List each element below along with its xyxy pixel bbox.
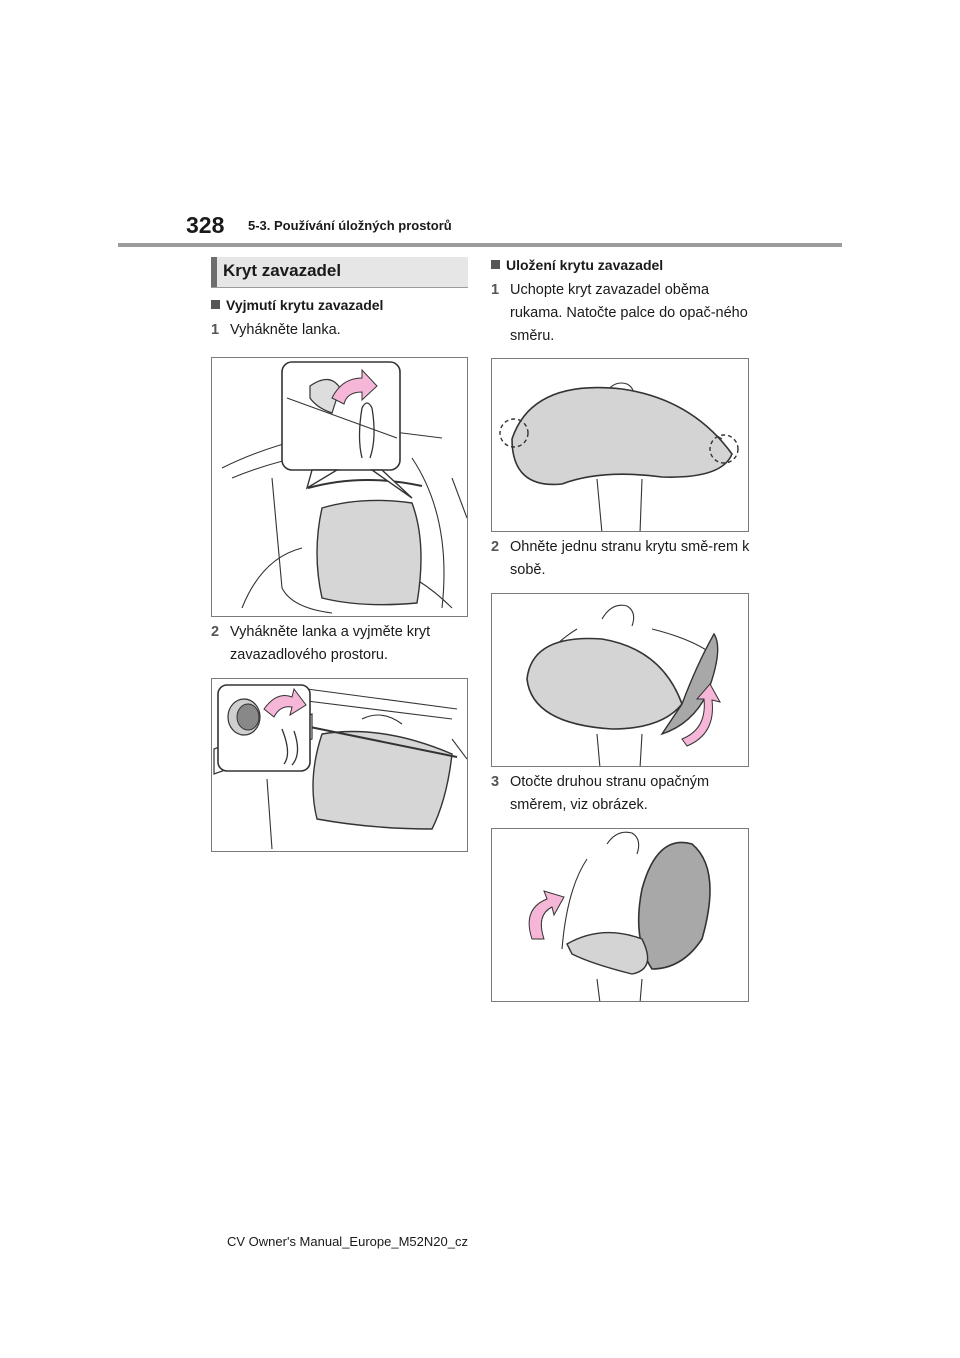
subhead-remove: Vyjmutí krytu zavazadel bbox=[211, 297, 383, 313]
section-title: 5-3. Používání úložných prostorů bbox=[248, 218, 452, 233]
figure-grip-cover bbox=[491, 358, 749, 532]
remove-step-2: 2 Vyhákněte lanka a vyjměte kryt zavazad… bbox=[211, 621, 468, 667]
figure-twist-cover-art bbox=[528, 831, 711, 1001]
remove-step-1: 1 Vyhákněte lanka. bbox=[211, 319, 468, 342]
square-bullet-icon bbox=[491, 260, 500, 269]
step-text: Vyhákněte lanka. bbox=[230, 322, 341, 338]
store-step-2: 2 Ohněte jednu stranu krytu smě-rem k so… bbox=[491, 536, 751, 582]
step-text: Vyhákněte lanka a vyjměte kryt zavazadlo… bbox=[230, 624, 431, 663]
figure-bend-cover bbox=[491, 593, 749, 767]
heading-text: Kryt zavazadel bbox=[223, 261, 342, 280]
figure-twist-cover bbox=[491, 828, 749, 1002]
store-step-1: 1 Uchopte kryt zavazadel oběma rukama. N… bbox=[491, 279, 751, 348]
figure-remove-cover bbox=[211, 678, 468, 852]
footer-manual-id: CV Owner's Manual_Europe_M52N20_cz bbox=[227, 1234, 468, 1249]
figure-grip-cover-art bbox=[499, 382, 739, 531]
step-number: 2 bbox=[211, 624, 220, 640]
store-step-3: 3 Otočte druhou stranu opačným směrem, v… bbox=[491, 771, 751, 817]
step-number: 1 bbox=[211, 322, 220, 338]
figure-unhook-strings bbox=[211, 357, 468, 617]
step-number: 2 bbox=[491, 539, 500, 555]
step-number: 3 bbox=[491, 774, 500, 790]
figure-unhook-strings-art bbox=[221, 361, 467, 614]
figure-remove-cover-art bbox=[213, 684, 467, 850]
subhead-store-text: Uložení krytu zavazadel bbox=[506, 257, 664, 273]
step-text: Ohněte jednu stranu krytu smě-rem k sobě… bbox=[510, 539, 750, 578]
figure-bend-cover-art bbox=[526, 604, 721, 766]
heading-bar bbox=[211, 257, 217, 287]
step-text: Otočte druhou stranu opačným směrem, viz… bbox=[510, 774, 710, 813]
step-text: Uchopte kryt zavazadel oběma rukama. Nat… bbox=[510, 282, 748, 344]
step-number: 1 bbox=[491, 282, 500, 298]
subhead-store: Uložení krytu zavazadel bbox=[491, 257, 663, 273]
subhead-remove-text: Vyjmutí krytu zavazadel bbox=[226, 297, 384, 313]
header-rule bbox=[118, 243, 842, 247]
section-heading: Kryt zavazadel bbox=[211, 257, 468, 288]
page-number: 328 bbox=[186, 212, 225, 238]
square-bullet-icon bbox=[211, 300, 220, 309]
